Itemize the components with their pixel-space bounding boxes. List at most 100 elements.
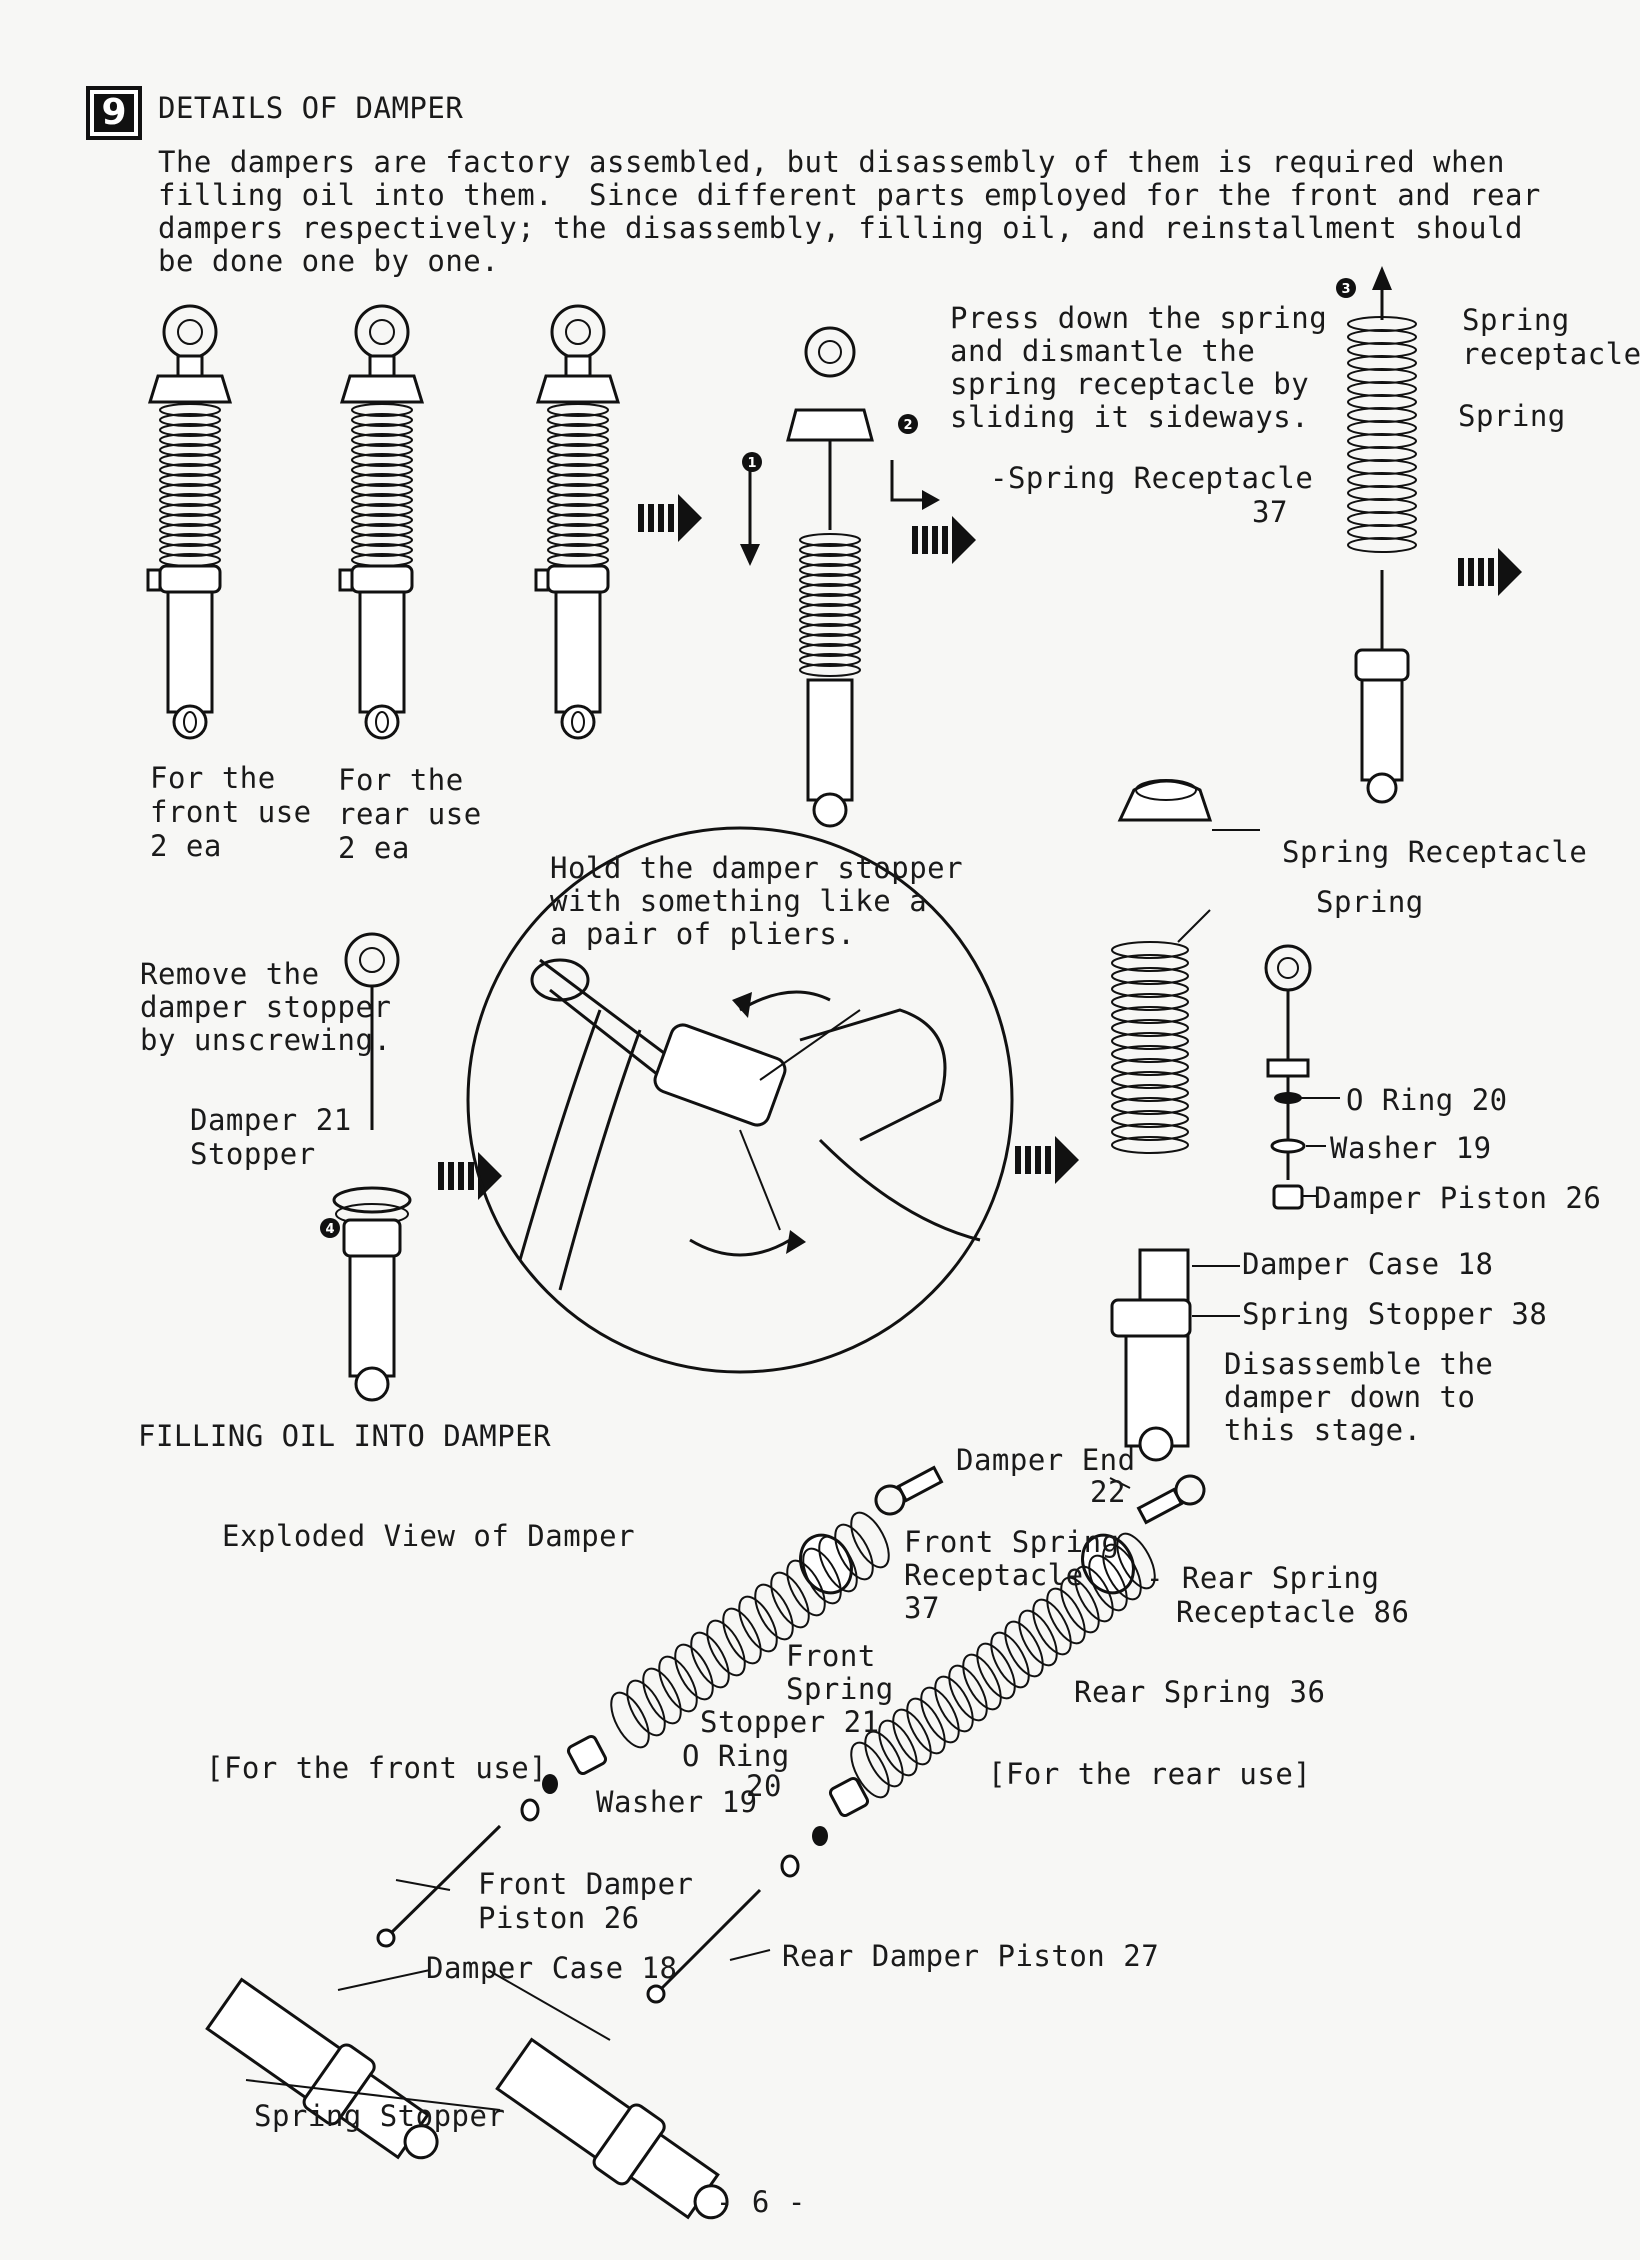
spring-coil bbox=[351, 533, 413, 547]
disassemble-note-3: this stage. bbox=[1224, 1413, 1422, 1447]
press-note-4: sliding it sideways. bbox=[950, 400, 1310, 434]
intro-line-2: filling oil into them. Since different p… bbox=[158, 178, 1541, 212]
spring-coil bbox=[351, 473, 413, 487]
damper-case-exploded-label: Damper Case 18 bbox=[426, 1951, 678, 1985]
damper-piston-label: Damper Piston 26 bbox=[1314, 1181, 1602, 1215]
spring-coil bbox=[159, 443, 221, 457]
section-number: 9 bbox=[94, 94, 134, 132]
spring-coil bbox=[351, 523, 413, 537]
remove-note-1: Remove the bbox=[140, 957, 320, 991]
spring-coil bbox=[351, 483, 413, 497]
spring-coil bbox=[1111, 993, 1189, 1011]
spring-coil bbox=[159, 493, 221, 507]
spring-coil bbox=[706, 1619, 746, 1677]
spring-coil bbox=[799, 603, 861, 617]
spring-lift-illustration bbox=[1347, 266, 1417, 804]
spring-coil bbox=[1347, 342, 1417, 358]
spring-coil bbox=[1111, 1006, 1189, 1024]
spring-coil bbox=[738, 1595, 778, 1653]
spring-coil bbox=[351, 423, 413, 437]
spring-receptacle-number: 37 bbox=[1252, 495, 1288, 529]
spring-receptacle-callout: -Spring Receptacle bbox=[990, 461, 1314, 495]
spring-coil bbox=[799, 613, 861, 627]
spring-coil bbox=[1347, 537, 1417, 553]
exploded-view-illustration bbox=[205, 1465, 1206, 2220]
spring-coil bbox=[799, 533, 861, 547]
front-spring-receptacle-1: Front Spring bbox=[904, 1525, 1120, 1559]
hold-note-1: Hold the damper stopper bbox=[550, 851, 964, 885]
spring-coil bbox=[547, 523, 609, 537]
spring-coil bbox=[1111, 941, 1189, 959]
spring-coil bbox=[626, 1679, 666, 1737]
spring-coil bbox=[892, 1708, 932, 1766]
spring-coil bbox=[1347, 407, 1417, 423]
spring-coil bbox=[547, 463, 609, 477]
spring-coil bbox=[834, 1523, 874, 1581]
spring-coil bbox=[1111, 1136, 1189, 1154]
intro-line-4: be done one by one. bbox=[158, 244, 500, 278]
step-3-label: 3 bbox=[1341, 282, 1350, 297]
section-number-badge: 9 bbox=[86, 86, 142, 140]
spring-coil bbox=[1347, 381, 1417, 397]
front-use-label-3: 2 ea bbox=[150, 829, 222, 863]
spring-coil bbox=[351, 493, 413, 507]
front-spring-receptacle-3: 37 bbox=[904, 1591, 940, 1625]
spring-coil bbox=[159, 553, 221, 567]
spring-coil bbox=[722, 1607, 762, 1665]
front-damper-piston-2: Piston 26 bbox=[478, 1901, 640, 1935]
spring-coil bbox=[802, 1547, 842, 1605]
press-note-3: spring receptacle by bbox=[950, 367, 1310, 401]
spring-coil bbox=[799, 663, 861, 677]
spring-coil bbox=[351, 543, 413, 557]
spring-coil bbox=[547, 483, 609, 497]
spring-stopper-exploded-label: Spring Stopper bbox=[254, 2099, 506, 2133]
spring-coil bbox=[1111, 954, 1189, 972]
spring-coil bbox=[1032, 1598, 1072, 1656]
front-use-label-1: For the bbox=[150, 761, 276, 795]
spring-coil bbox=[547, 533, 609, 547]
spring-coil bbox=[1004, 1620, 1044, 1678]
disassembled-parts-illustration bbox=[1110, 909, 1340, 1462]
front-spring-label-1: Front bbox=[786, 1639, 876, 1673]
spring-receptacle-callout-text: Spring Receptacle bbox=[1007, 461, 1314, 495]
spring-coil bbox=[799, 583, 861, 597]
spring-coil bbox=[1347, 433, 1417, 449]
spring-coil bbox=[1111, 1097, 1189, 1115]
step-2-label: 2 bbox=[903, 418, 912, 433]
right-label-spring-2: Spring bbox=[1458, 399, 1566, 433]
spring-coil bbox=[351, 553, 413, 567]
spring-coil bbox=[1347, 498, 1417, 514]
spring-coil bbox=[1347, 446, 1417, 462]
spring-coil bbox=[1111, 967, 1189, 985]
spring-coil bbox=[976, 1642, 1016, 1700]
o-ring-exploded-label-1: O Ring bbox=[682, 1739, 790, 1773]
spring-coil bbox=[1111, 1045, 1189, 1063]
spring-coil bbox=[1111, 1084, 1189, 1102]
hold-note-3: a pair of pliers. bbox=[550, 917, 856, 951]
spring-coil bbox=[547, 473, 609, 487]
spring-coil bbox=[351, 453, 413, 467]
spring-coil bbox=[1018, 1609, 1058, 1667]
spring-coil bbox=[547, 433, 609, 447]
spring-coil bbox=[1347, 420, 1417, 436]
spring-coil bbox=[159, 523, 221, 537]
damper-stopper-label: Damper 21 bbox=[190, 1104, 352, 1137]
spring-coil bbox=[159, 403, 221, 417]
spring-stopper-label: Spring Stopper 38 bbox=[1242, 1297, 1548, 1331]
spring-coil bbox=[799, 593, 861, 607]
spring-coil bbox=[1347, 394, 1417, 410]
spring-coil bbox=[642, 1667, 682, 1725]
spring-coil bbox=[770, 1571, 810, 1629]
spring-coil bbox=[159, 463, 221, 477]
spring-coil bbox=[159, 513, 221, 527]
spring-coil bbox=[658, 1655, 698, 1713]
spring-coil bbox=[1347, 355, 1417, 371]
spring-coil bbox=[547, 423, 609, 437]
damper-end-number: 22 bbox=[1090, 1475, 1126, 1509]
spring-coil bbox=[690, 1631, 730, 1689]
right-label-spring: Spring bbox=[1462, 303, 1570, 337]
rear-damper-illustration bbox=[338, 304, 424, 740]
spring-coil bbox=[864, 1730, 904, 1788]
spring-coil bbox=[962, 1653, 1002, 1711]
